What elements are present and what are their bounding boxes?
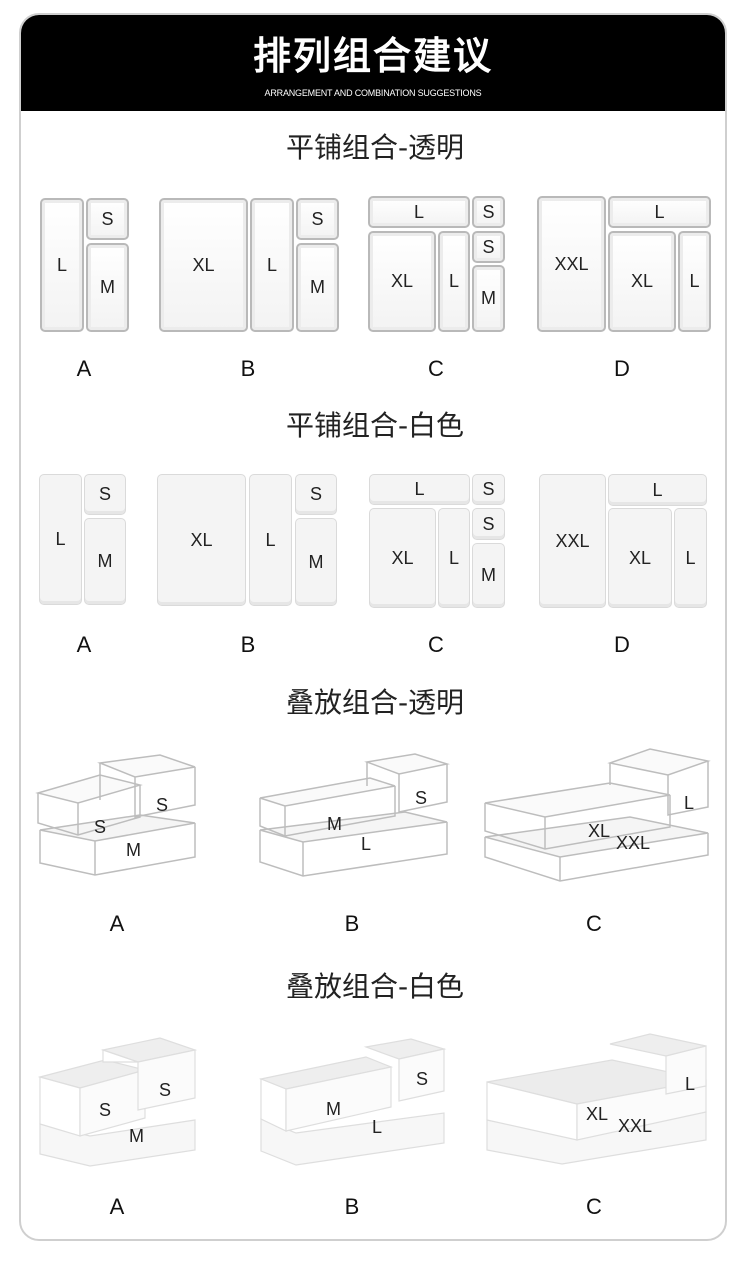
label-m: M [327, 814, 342, 834]
box-s: S [472, 508, 505, 540]
stack-white-c-illustration [486, 1033, 707, 1165]
box-m: M [295, 518, 337, 606]
box-l: L [369, 474, 470, 505]
label-m: M [126, 840, 141, 860]
stack-clear-c-illustration [484, 748, 711, 882]
option-label-a: A [109, 911, 125, 936]
option-label-d: D [614, 632, 630, 657]
section-title-flat-white: 平铺组合-白色 [285, 409, 465, 442]
option-label-a: A [76, 632, 92, 657]
stack-white-b-illustration [258, 1038, 447, 1166]
box-s: S [472, 474, 505, 505]
option-label-b: B [240, 356, 256, 381]
label-xxl: XXL [618, 1116, 653, 1136]
box-s: S [472, 231, 505, 263]
box-l: L [249, 474, 292, 606]
page-subtitle: ARRANGEMENT AND COMBINATION SUGGESTIONS [264, 88, 482, 98]
box-s: S [86, 198, 129, 240]
box-xl: XL [368, 231, 436, 332]
label-xl: XL [588, 821, 611, 841]
box-l: L [438, 231, 470, 332]
label-l: L [372, 1117, 383, 1137]
label-s: S [156, 795, 169, 815]
label-m: M [326, 1099, 341, 1119]
option-label-a: A [109, 1194, 125, 1219]
stack-white-a-illustration [37, 1037, 198, 1167]
box-s: S [296, 198, 339, 240]
box-xl: XL [159, 198, 248, 332]
box-xl: XL [608, 231, 676, 332]
box-l: L [438, 508, 470, 608]
box-m: M [472, 543, 505, 608]
label-l: L [361, 834, 372, 854]
stack-clear-a-illustration [35, 754, 196, 876]
section-title-flat-clear: 平铺组合-透明 [285, 131, 465, 164]
box-s: S [84, 474, 126, 515]
box-l: L [608, 196, 711, 228]
option-label-c: C [428, 632, 444, 657]
box-l: L [40, 198, 84, 332]
label-s: S [416, 1069, 429, 1089]
box-xxl: XXL [539, 474, 606, 608]
stack-clear-option-c: XL XXL L [480, 745, 711, 890]
label-s: S [415, 788, 428, 808]
box-l: L [250, 198, 294, 332]
option-label-c: C [586, 911, 602, 936]
page-title: 排列组合建议 [252, 34, 493, 78]
stack-clear-b-illustration [259, 753, 450, 877]
stack-white-option-a: S S M [35, 1032, 205, 1172]
box-m: M [472, 265, 505, 332]
box-l: L [674, 508, 707, 608]
stack-white-option-b: M S L [256, 1035, 451, 1170]
section-title-stack-clear: 叠放组合-透明 [285, 686, 465, 719]
option-label-b: B [344, 911, 360, 936]
option-label-c: C [586, 1194, 602, 1219]
option-label-c: C [428, 356, 444, 381]
box-xl: XL [369, 508, 436, 608]
option-label-b: B [344, 1194, 360, 1219]
label-s: S [99, 1100, 112, 1120]
box-l: L [678, 231, 711, 332]
label-m: M [129, 1126, 144, 1146]
stack-white-option-c: XL XXL L [482, 1030, 710, 1170]
stack-clear-option-b: M S L [255, 750, 450, 885]
label-l: L [684, 793, 695, 813]
box-s: S [295, 474, 337, 515]
box-m: M [84, 518, 126, 605]
option-label-d: D [614, 356, 630, 381]
box-l: L [608, 474, 707, 506]
box-xl: XL [157, 474, 246, 606]
label-s: S [94, 817, 107, 837]
label-s: S [159, 1080, 172, 1100]
box-m: M [86, 243, 129, 332]
option-label-a: A [76, 356, 92, 381]
option-label-b: B [240, 632, 256, 657]
section-title-stack-white: 叠放组合-白色 [285, 970, 465, 1003]
label-xxl: XXL [616, 833, 651, 853]
stack-clear-option-a: S S M [30, 745, 210, 885]
box-l: L [368, 196, 470, 228]
box-l: L [39, 474, 82, 605]
box-s: S [472, 196, 505, 228]
box-xxl: XXL [537, 196, 606, 332]
label-xl: XL [586, 1104, 609, 1124]
header-banner: 排列组合建议 ARRANGEMENT AND COMBINATION SUGGE… [21, 15, 725, 111]
label-l: L [685, 1074, 696, 1094]
box-xl: XL [608, 508, 672, 608]
box-m: M [296, 243, 339, 332]
